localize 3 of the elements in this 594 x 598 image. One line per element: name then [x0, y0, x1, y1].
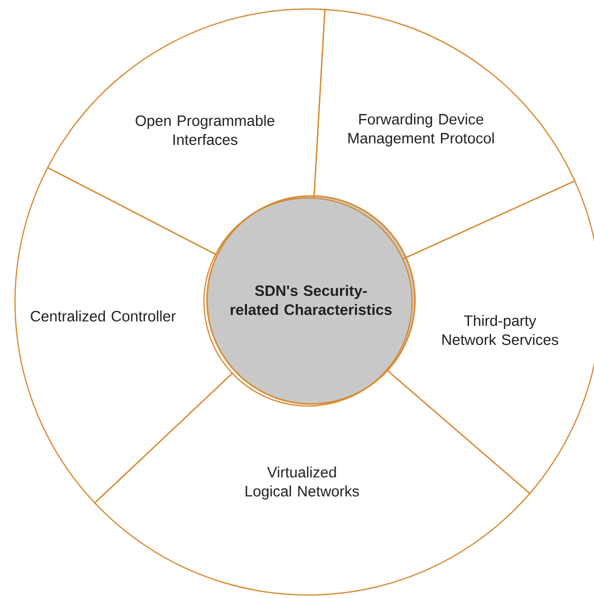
- ring-segment: Forwarding Device Management Protocol: [313, 8, 576, 260]
- ring-segment: Virtualized Logical Networks: [94, 369, 530, 596]
- ring-segment: Open Programmable Interfaces: [47, 8, 326, 255]
